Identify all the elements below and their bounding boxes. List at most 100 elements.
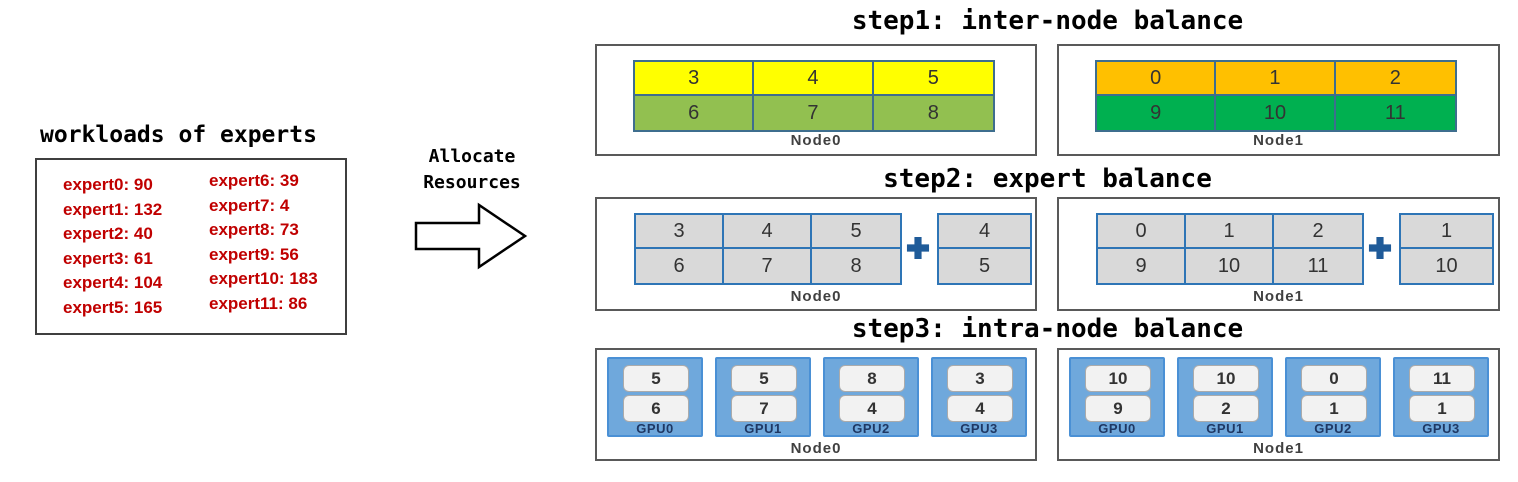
expert-cell: 7: [724, 249, 812, 283]
gpu-label: GPU1: [744, 421, 782, 436]
workloads-column-1: expert0: 90 expert1: 132 expert2: 40 exp…: [63, 173, 162, 321]
expert-cell: 3: [636, 215, 724, 249]
gpu-label: GPU3: [1422, 421, 1460, 436]
expert-cell: 4: [724, 215, 812, 249]
node-label: Node0: [790, 288, 842, 305]
gpu-label: GPU3: [960, 421, 998, 436]
expert-cell: 11: [1274, 249, 1362, 283]
expert-cell: 10: [1085, 365, 1151, 392]
node-label: Node0: [790, 440, 842, 457]
expert-cell: 4: [839, 395, 905, 422]
expert-cell: 5: [812, 215, 900, 249]
plus-icon: [1363, 232, 1397, 264]
workloads-column-2: expert6: 39 expert7: 4 expert8: 73 exper…: [209, 169, 318, 317]
expert-cell: 2: [1193, 395, 1259, 422]
gpu-box: 11 1 GPU3: [1393, 357, 1489, 437]
expert-cell: 5: [731, 365, 797, 392]
expert-cell: 10: [1193, 365, 1259, 392]
node-label: Node0: [790, 132, 842, 149]
workload-item: expert3: 61: [63, 248, 153, 268]
replicated-expert-cell: 4: [939, 215, 1030, 249]
step2-title: step2: expert balance: [883, 164, 1212, 194]
workload-item: expert0: 90: [63, 175, 153, 194]
expert-cell: 10: [1216, 96, 1336, 130]
workload-item: expert1: 132: [63, 199, 163, 219]
expert-cell: 6: [623, 395, 689, 422]
gpu-box: 5 6 GPU0: [607, 357, 703, 437]
gpu-label: GPU0: [636, 421, 674, 436]
expert-cell: 5: [873, 62, 993, 96]
expert-cell: 4: [947, 395, 1013, 422]
gpu-box: 3 4 GPU3: [931, 357, 1027, 437]
step2-node0-box: 3 4 5 6 7 8 4 5 Node0: [595, 197, 1037, 311]
expert-cell: 1: [1409, 395, 1475, 422]
expert-cell: 9: [1097, 96, 1217, 130]
expert-cell: 11: [1335, 96, 1455, 130]
allocate-label-line2: Resources: [423, 172, 521, 193]
step3-title: step3: intra-node balance: [851, 314, 1244, 344]
expert-cell: 10: [1186, 249, 1274, 283]
replicated-expert-cell: 1: [1401, 215, 1492, 249]
workloads-box: expert0: 90 expert1: 132 expert2: 40 exp…: [35, 158, 347, 335]
gpu-box: 10 2 GPU1: [1177, 357, 1273, 437]
step1-node0-box: 3 4 5 6 7 8 Node0: [595, 44, 1037, 156]
gpu-box: 0 1 GPU2: [1285, 357, 1381, 437]
workload-item: expert5: 165: [63, 297, 163, 317]
replicated-expert-cell: 10: [1401, 249, 1492, 283]
replicated-expert-cell: 5: [939, 249, 1030, 283]
expert-cell: 11: [1409, 365, 1475, 392]
gpu-box: 10 9 GPU0: [1069, 357, 1165, 437]
expert-cell: 6: [635, 96, 755, 130]
right-block-arrow-icon: [414, 202, 528, 270]
expert-cell: 9: [1085, 395, 1151, 422]
expert-cell: 6: [636, 249, 724, 283]
step3-node1-box: 10 9 GPU0 10 2 GPU1 0 1 GPU2 11 1 GPU3 N…: [1057, 348, 1500, 461]
expert-cell: 0: [1098, 215, 1186, 249]
workload-item: expert11: 86: [209, 293, 308, 313]
node-label: Node1: [1253, 132, 1304, 149]
expert-cell: 3: [947, 365, 1013, 392]
expert-cell: 9: [1098, 249, 1186, 283]
workload-item: expert6: 39: [209, 171, 299, 190]
workload-item: expert10: 183: [209, 269, 318, 289]
gpu-box: 8 4 GPU2: [823, 357, 919, 437]
workload-item: expert7: 4: [209, 195, 290, 215]
node-label: Node1: [1253, 288, 1304, 305]
expert-cell: 5: [623, 365, 689, 392]
workload-item: expert4: 104: [63, 273, 163, 293]
step1-title: step1: inter-node balance: [851, 6, 1244, 36]
gpu-label: GPU2: [852, 421, 890, 436]
expert-cell: 8: [839, 365, 905, 392]
gpu-box: 5 7 GPU1: [715, 357, 811, 437]
step1-node0-grid: 3 4 5 6 7 8: [633, 60, 995, 132]
plus-icon: [901, 232, 935, 264]
workload-item: expert8: 73: [209, 220, 299, 240]
gpu-label: GPU0: [1098, 421, 1136, 436]
workload-item: expert9: 56: [209, 244, 299, 264]
step2-node0-grid: 3 4 5 6 7 8: [634, 213, 902, 285]
expert-cell: 3: [635, 62, 755, 96]
expert-cell: 0: [1097, 62, 1217, 96]
gpu-label: GPU1: [1206, 421, 1244, 436]
step3-node0-box: 5 6 GPU0 5 7 GPU1 8 4 GPU2 3 4 GPU3 Node…: [595, 348, 1037, 461]
step1-node1-box: 0 1 2 9 10 11 Node1: [1057, 44, 1500, 156]
expert-cell: 2: [1274, 215, 1362, 249]
node-label: Node1: [1253, 440, 1304, 457]
expert-cell: 8: [873, 96, 993, 130]
expert-cell: 1: [1216, 62, 1336, 96]
step2-node1-extra-column: 1 10: [1399, 213, 1494, 285]
expert-cell: 8: [812, 249, 900, 283]
allocate-label-line1: Allocate: [428, 146, 516, 167]
step1-node1-grid: 0 1 2 9 10 11: [1095, 60, 1457, 132]
step2-node0-extra-column: 4 5: [937, 213, 1032, 285]
gpu-label: GPU2: [1314, 421, 1352, 436]
expert-cell: 0: [1301, 365, 1367, 392]
expert-cell: 2: [1335, 62, 1455, 96]
step2-node1-grid: 0 1 2 9 10 11: [1096, 213, 1364, 285]
expert-cell: 7: [731, 395, 797, 422]
expert-cell: 7: [754, 96, 874, 130]
expert-cell: 1: [1301, 395, 1367, 422]
workloads-title: workloads of experts: [40, 122, 317, 148]
expert-cell: 4: [754, 62, 874, 96]
